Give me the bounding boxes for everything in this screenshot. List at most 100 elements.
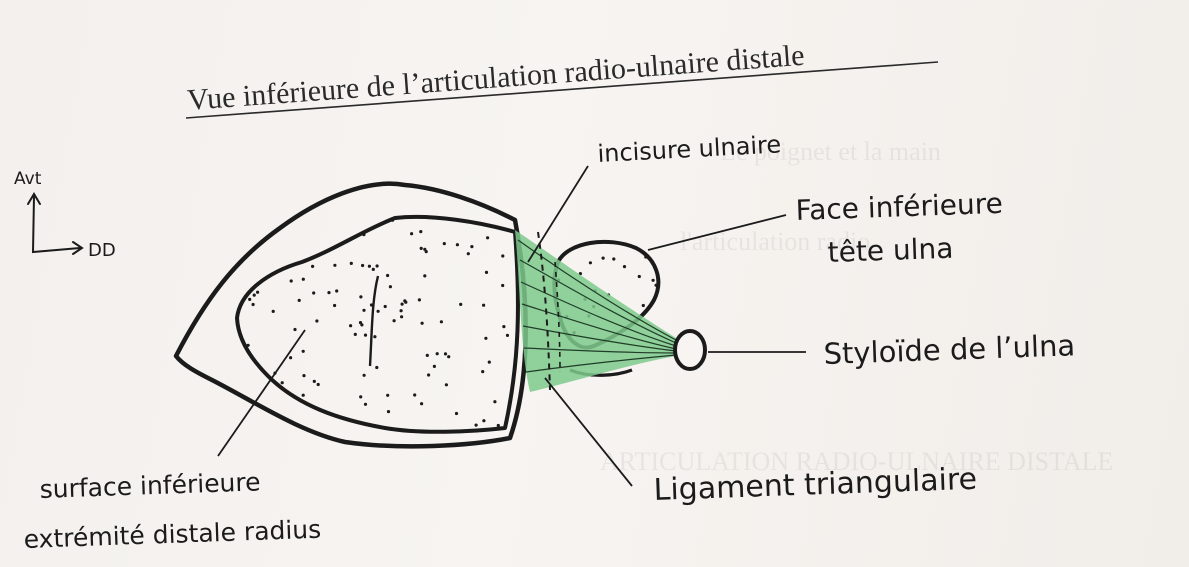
stipple-dot [482,419,485,422]
leader-ligament [545,378,632,486]
stipple-dot [403,299,406,302]
stipple-dot [425,250,428,253]
stipple-dot [440,320,443,323]
stipple-dot [436,352,439,355]
stipple-dot [501,284,504,287]
stipple-dot [362,233,365,236]
stipple-dot [302,278,305,281]
stipple-dot [612,257,615,260]
stipple-dot [638,275,641,278]
stipple-dot [335,289,338,292]
stipple-dot [386,274,389,277]
stipple-dot [364,403,367,406]
stipple-dot [642,304,645,307]
label-surface-1: surface inférieure [39,467,261,504]
stipple-dot [298,299,301,302]
stipple-dot [456,243,459,246]
stipple-dot [502,325,505,328]
label-surface-2: extrémité distale radius [23,515,321,554]
orientation-axes [28,194,82,254]
stipple-dot [426,354,429,357]
stipple-dot [375,366,378,369]
page-title: Vue inférieure de l’articulation radio-u… [186,39,806,117]
axis-label-anterior: Avt [14,169,42,189]
stipple-dot [302,374,305,377]
stipple-dot [373,335,376,338]
stipple-dot [302,350,305,353]
stipple-dot [455,412,458,415]
stipple-dot [400,315,403,318]
stipple-dot [475,424,478,427]
stipple-dot [333,264,336,267]
stipple-dot [481,370,484,373]
stipple-dot [368,265,371,268]
stipple-dot [377,310,380,313]
stipple-dot [401,303,404,306]
stipple-dot [623,265,626,268]
stipple-dot [418,298,421,301]
stipple-dot [421,322,424,325]
stipple-dot [501,254,504,257]
stipple-dot [302,394,305,397]
radius-ridge-line [370,276,378,366]
stipple-dot [290,279,293,282]
stipple-dot [459,303,462,306]
stipple-dot [350,262,353,265]
stipple-dot [589,261,592,264]
stipple-dot [443,242,446,245]
bleed-through-text: Le poignet et la main l'articulation rad… [600,137,1113,476]
stipple-dot [384,305,387,308]
stipple-dot [433,365,436,368]
stipple-dot [652,279,655,282]
stipple-dot [281,381,284,384]
stipple-dot [311,265,314,268]
stipple-dot [445,383,448,386]
stipple-dot [488,361,491,364]
axis-label-horizontal: DD [88,240,116,261]
stipple-dot [289,356,292,359]
stipple-dot [497,424,500,427]
stipple-dot [420,247,423,250]
stipple-dot [333,304,336,307]
stipple-dot [359,321,362,324]
stipple-dot [444,352,447,355]
stipple-dot [370,303,373,306]
stipple-dot [420,402,423,405]
label-face-inferieure-2: tête ulna [827,232,954,269]
stipple-dot [506,334,509,337]
stipple-dot [313,380,316,383]
stipple-dot [387,410,390,413]
stipple-dot [248,298,251,301]
stipple-dot [293,328,296,331]
stipple-dot [655,284,658,287]
stipple-dot [359,295,362,298]
stipple-dot [486,236,489,239]
stipple-dot [447,355,450,358]
stipple-dot [317,383,320,386]
stipple-dot [362,309,365,312]
stipple-dot [247,344,250,347]
stipple-dot [372,268,375,271]
stipple-dot [272,310,275,313]
stipple-dot [419,230,422,233]
label-styloide: Styloïde de l’ulna [823,328,1076,371]
stipple-dot [354,333,357,336]
stipple-dot [484,337,487,340]
stipple-dot [389,285,392,288]
stipple-dot [423,274,426,277]
stipple-dot [376,264,379,267]
stipple-dot [482,304,485,307]
stipple-dot [393,319,396,322]
label-face-inferieure-1: Face inférieure [795,187,1003,227]
stipple-dot [256,291,259,294]
stipple-dot [312,291,315,294]
stipple-dot [470,245,473,248]
ulna-styloid [675,331,705,369]
stipple-dot [410,232,413,235]
stipple-dot [467,252,470,255]
radius-articular-surface [237,217,518,432]
stipple-dot [364,334,367,337]
stipple-dot [327,291,330,294]
stipple-dot [363,374,366,377]
